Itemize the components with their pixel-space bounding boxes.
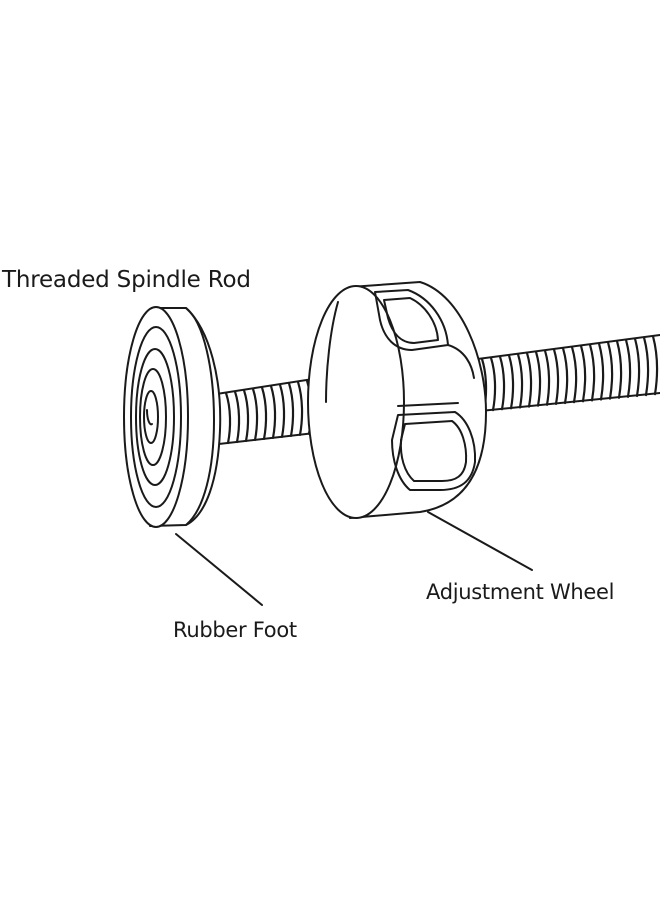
thread-ridge <box>278 383 286 439</box>
thread-ridge <box>251 387 259 442</box>
thread-ridge <box>260 386 268 441</box>
thread-ridge <box>269 385 277 440</box>
thread-ridge <box>242 389 250 443</box>
thread-ridge <box>489 356 497 412</box>
label-rubber-foot: Rubber Foot <box>173 618 297 642</box>
thread-ridge <box>498 355 506 411</box>
thread-ridge <box>296 380 304 436</box>
thread-ridge <box>552 348 560 406</box>
adjustment-wheel <box>307 281 487 519</box>
label-threaded-spindle-rod: Threaded Spindle Rod <box>2 267 251 293</box>
thread-ridge <box>597 342 605 401</box>
thread-ridge <box>588 343 596 402</box>
thread-ridge <box>642 336 650 397</box>
threaded-rod-rear <box>469 334 660 413</box>
thread-ridge <box>233 390 241 444</box>
thread-ridge <box>615 339 623 399</box>
thread-ridge <box>570 345 578 404</box>
label-adjustment-wheel: Adjustment Wheel <box>426 580 615 604</box>
thread-ridge <box>543 349 551 406</box>
thread-ridge <box>579 344 587 403</box>
thread-ridge <box>534 350 542 407</box>
thread-ridge <box>516 353 524 409</box>
rubber-foot <box>123 306 222 528</box>
thread-ridge <box>507 354 515 410</box>
thread-ridge <box>633 337 641 398</box>
thread-ridge <box>561 347 569 405</box>
leader-line-rubber-foot <box>175 533 263 606</box>
thread-ridge <box>525 351 533 408</box>
thread-ridge <box>224 391 232 445</box>
thread-ridge <box>651 335 659 396</box>
leader-line-adjustment-wheel <box>427 511 533 571</box>
thread-ridge <box>606 341 614 400</box>
thread-ridge <box>287 382 295 437</box>
thread-ridge <box>624 338 632 398</box>
